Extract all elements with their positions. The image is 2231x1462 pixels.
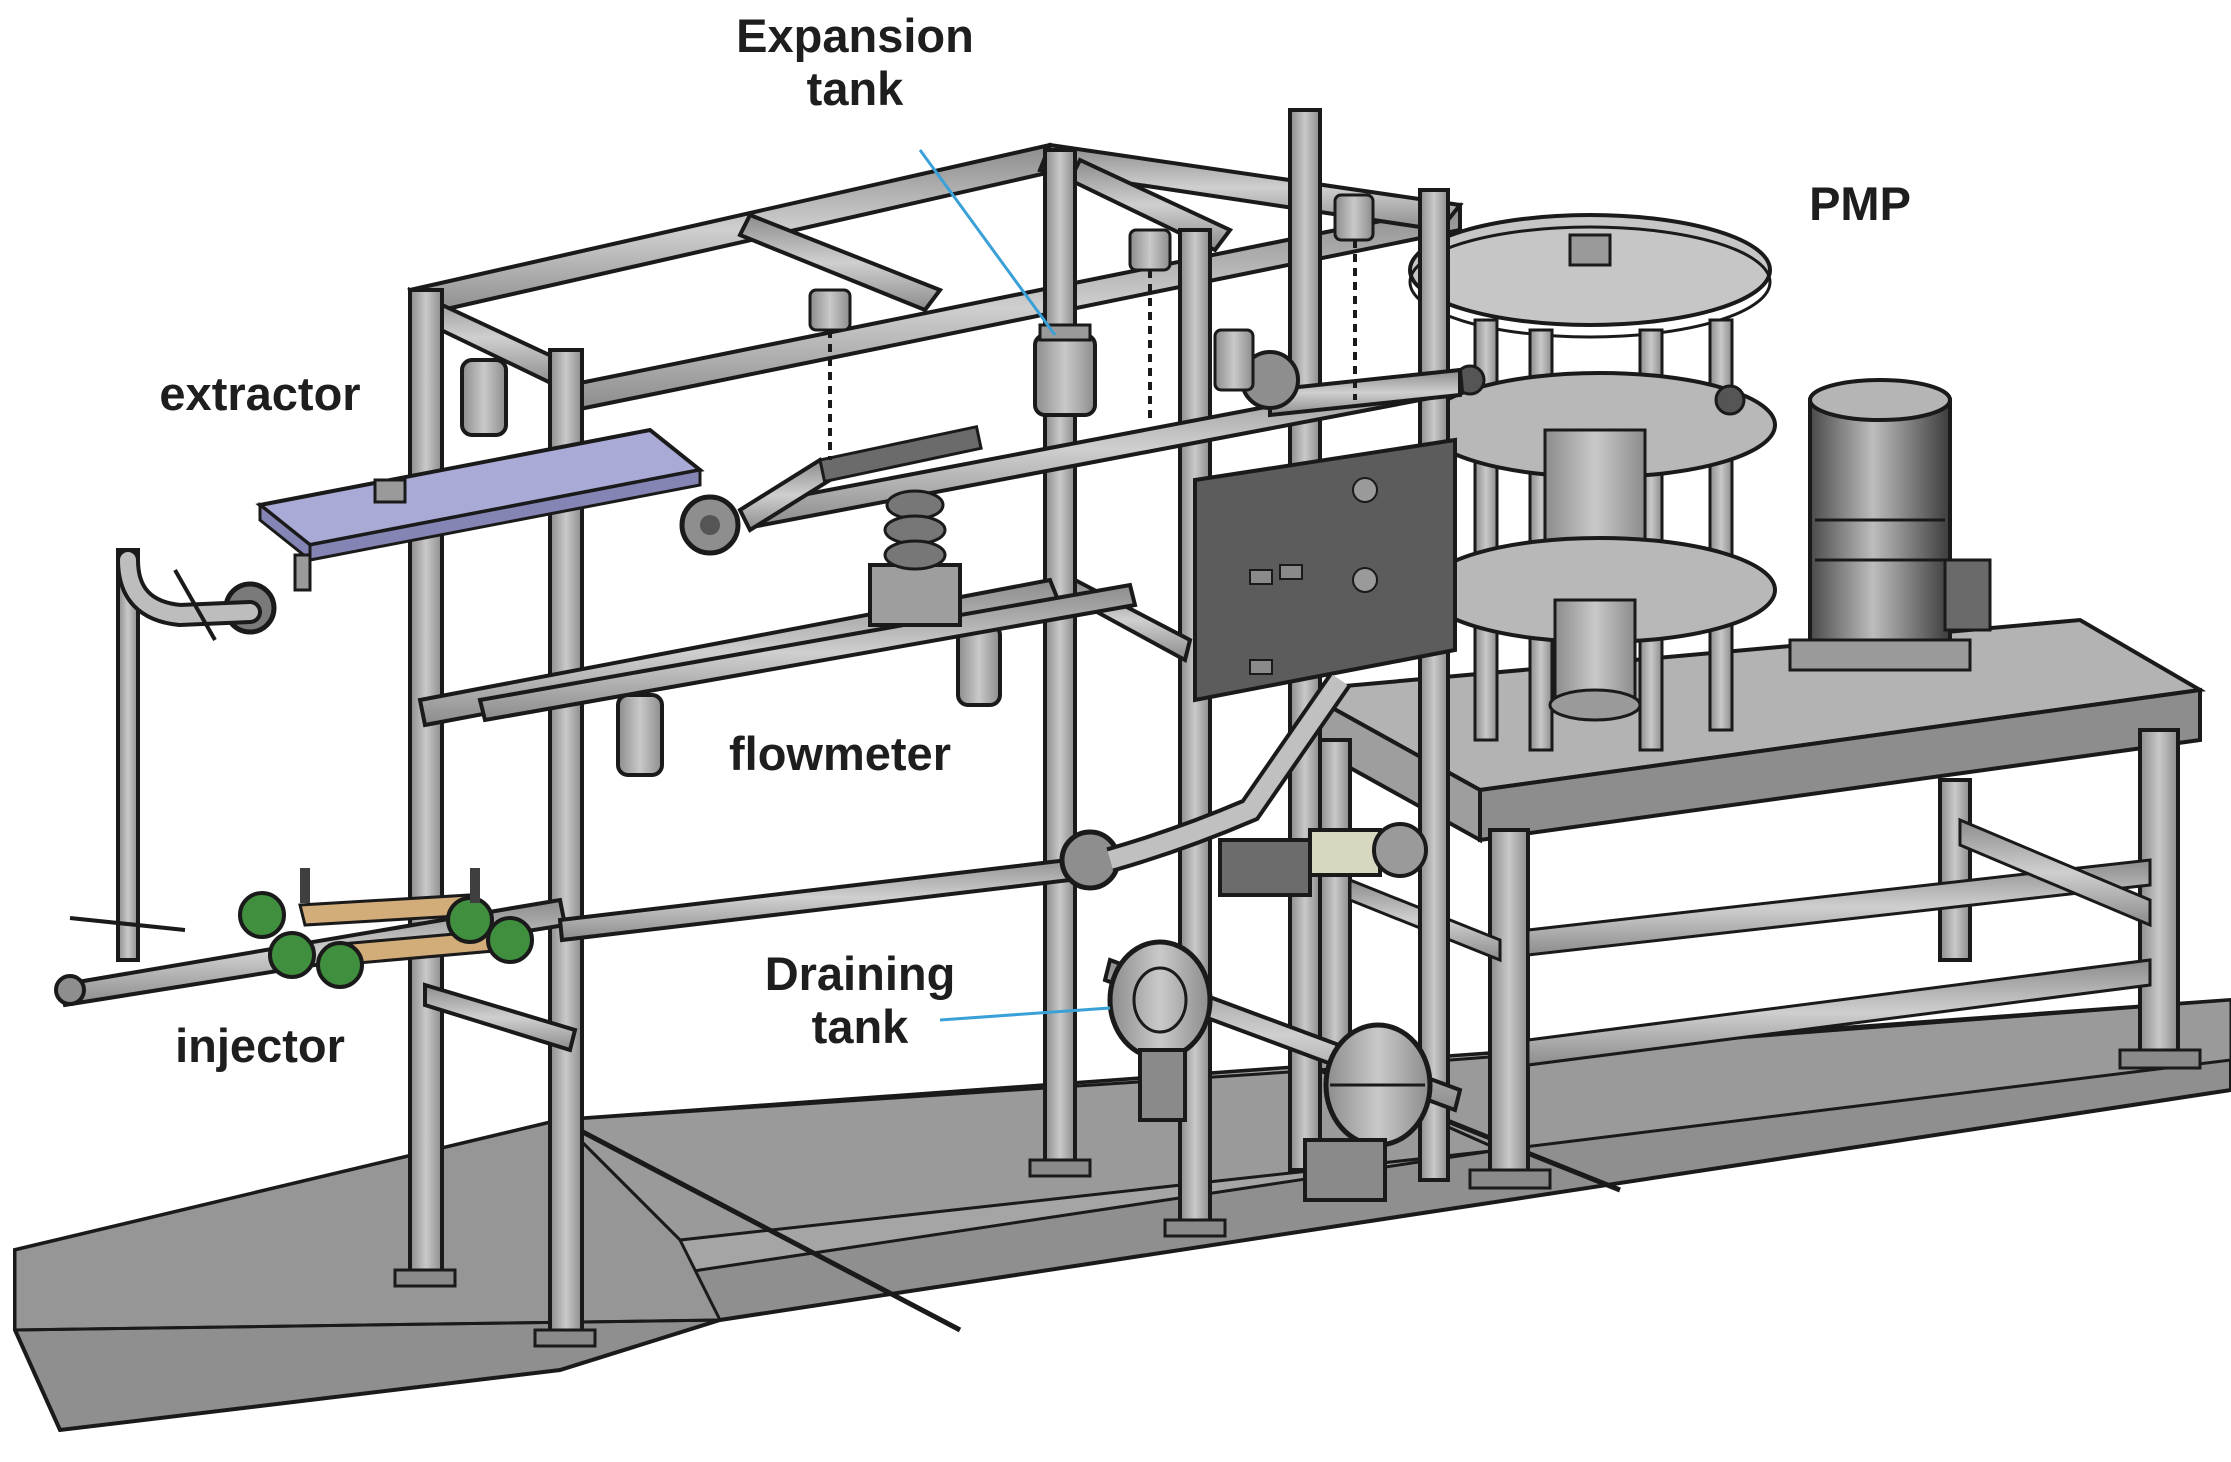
control-panel <box>1193 437 1457 703</box>
leader-draining-tank <box>939 1006 1111 1022</box>
leader-expansion-tank <box>918 149 1057 336</box>
label-draining-tank: Draining tank <box>730 947 990 1053</box>
label-draining-tank-line1: Draining <box>764 947 956 1000</box>
label-extractor: extractor <box>159 367 361 420</box>
draining-tanks <box>1107 939 1433 1202</box>
label-draining-tank-line2: tank <box>811 999 909 1053</box>
label-injector: injector <box>175 1019 345 1072</box>
pmp-motor <box>1788 378 1992 672</box>
pmp-pump <box>1408 213 1777 752</box>
label-pmp: PMP <box>1809 177 1911 230</box>
main-frame <box>393 108 1464 1348</box>
flowmeter-unit <box>477 489 1138 723</box>
leader-lines <box>918 149 1111 1022</box>
pmp-support-table <box>1293 617 2207 1190</box>
extractor-unit <box>223 427 741 635</box>
label-flowmeter: flowmeter <box>729 727 951 780</box>
label-expansion-tank-line2: tank <box>806 61 904 115</box>
expansion-tanks <box>460 193 1375 777</box>
label-expansion-tank-line1: Expansion <box>736 9 974 62</box>
injector-unit <box>238 868 534 989</box>
label-expansion-tank: Expansion tank <box>725 9 985 115</box>
upper-piping <box>737 350 1465 533</box>
